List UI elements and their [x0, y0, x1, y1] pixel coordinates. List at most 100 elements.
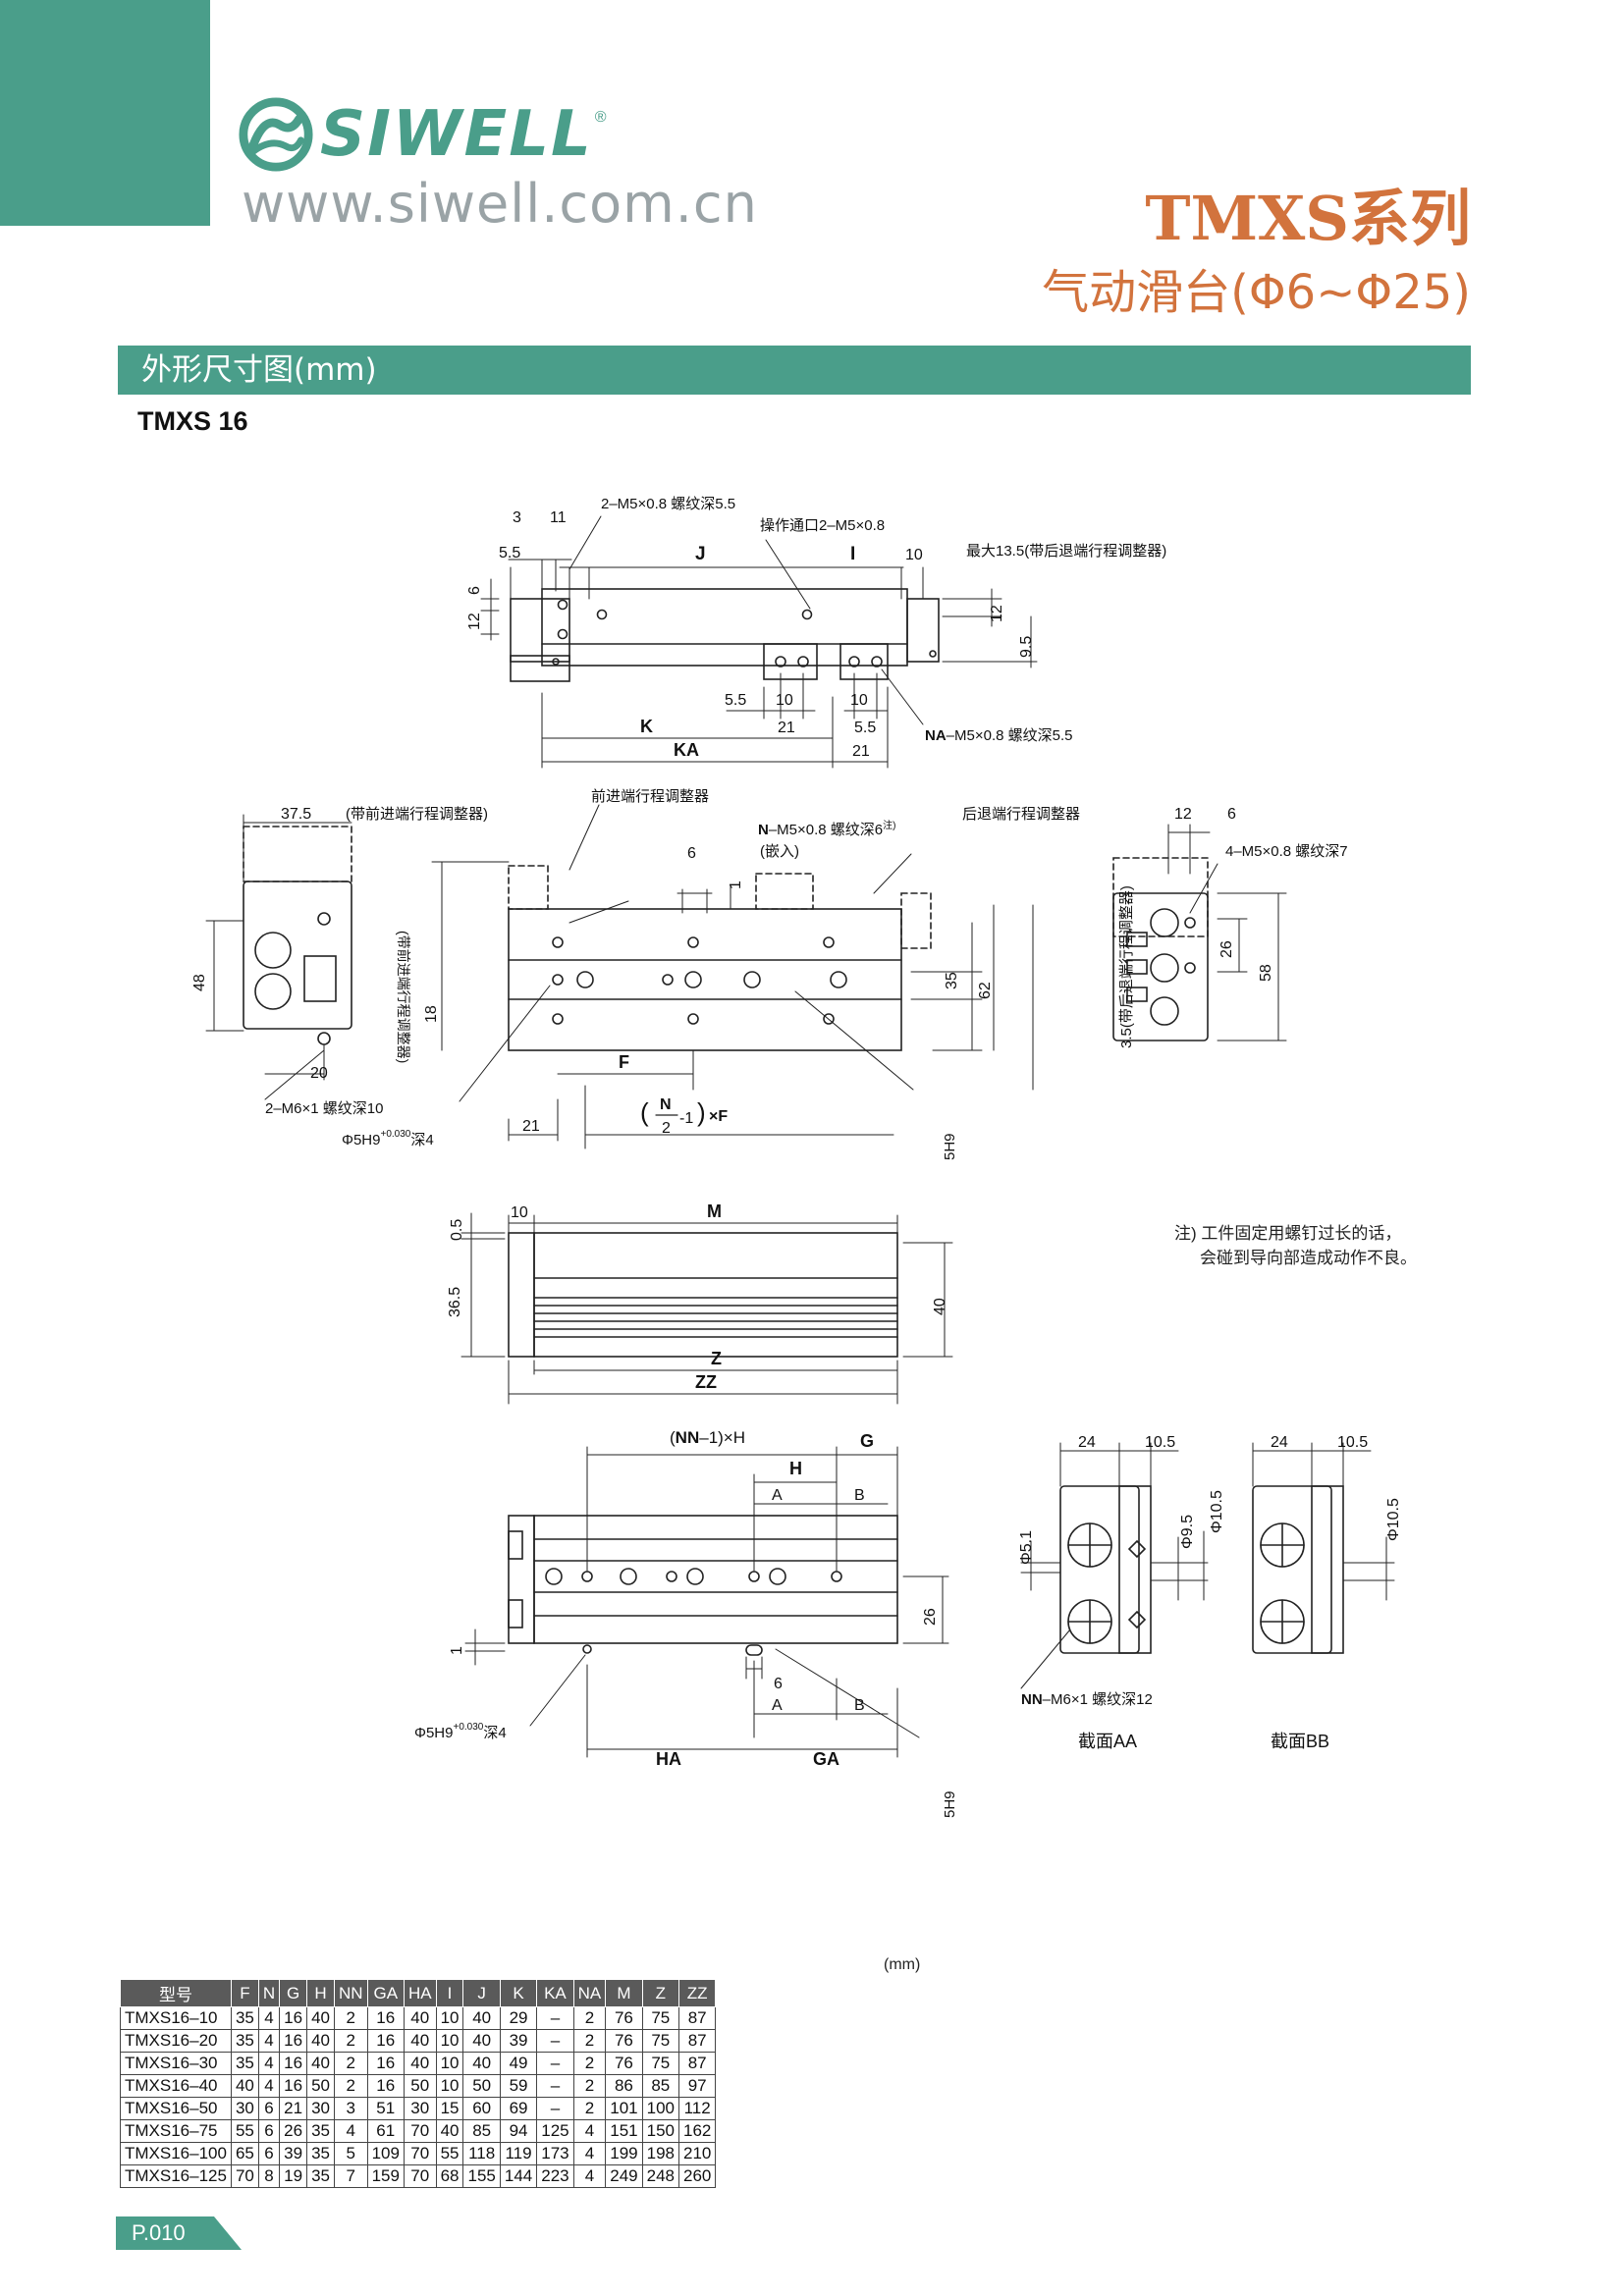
model-cell: TMXS16–30	[120, 2052, 232, 2075]
svg-text:(: (	[640, 1097, 649, 1127]
value-cell: 4	[572, 2119, 607, 2143]
value-cell: 10	[435, 2074, 464, 2098]
svg-text:6: 6	[466, 586, 483, 595]
svg-text:10: 10	[776, 692, 793, 709]
svg-text:37.5: 37.5	[281, 806, 311, 823]
value-cell: 76	[605, 2029, 643, 2053]
section-header: 外形尺寸图(mm)	[118, 346, 1471, 395]
header-cell: J	[462, 1979, 501, 2007]
svg-text:ZZ: ZZ	[695, 1372, 717, 1392]
value-cell: 87	[677, 2006, 717, 2030]
value-cell: 70	[403, 2119, 437, 2143]
value-cell: 16	[279, 2052, 308, 2075]
value-cell: 94	[499, 2119, 538, 2143]
value-cell: 3	[334, 2097, 368, 2120]
value-cell: 70	[403, 2164, 437, 2188]
value-cell: 16	[366, 2029, 405, 2053]
model-label: TMXS 16	[137, 406, 248, 436]
header-cell: F	[230, 1979, 259, 2007]
svg-text:I: I	[850, 544, 855, 564]
brand-name: SIWELL	[320, 98, 593, 171]
svg-text:35: 35	[944, 972, 960, 989]
value-cell: 70	[230, 2164, 259, 2188]
svg-text:截面BB: 截面BB	[1271, 1732, 1329, 1751]
value-cell: 21	[279, 2097, 308, 2120]
front-view-text: 37.5 (带前进端行程调整器) 前进端行程调整器 N–M5×0.8 螺纹深6注…	[191, 788, 1348, 1160]
siwell-logo-icon	[239, 97, 313, 172]
value-cell: 40	[306, 2029, 335, 2053]
value-cell: 2	[572, 2006, 607, 2030]
value-cell: 40	[462, 2006, 501, 2030]
value-cell: 10	[435, 2006, 464, 2030]
value-cell: 109	[366, 2142, 405, 2165]
value-cell: 16	[366, 2074, 405, 2098]
value-cell: 15	[435, 2097, 464, 2120]
value-cell: 10	[435, 2029, 464, 2053]
value-cell: 55	[230, 2119, 259, 2143]
value-cell: –	[536, 2029, 574, 2053]
value-cell: 87	[677, 2052, 717, 2075]
top-view-dims	[480, 515, 1038, 769]
svg-text:24: 24	[1271, 1434, 1288, 1451]
value-cell: 86	[605, 2074, 643, 2098]
value-cell: 39	[499, 2029, 538, 2053]
value-cell: 87	[677, 2029, 717, 2053]
svg-text:后退端行程调整器: 后退端行程调整器	[962, 806, 1080, 823]
model-cell: TMXS16–100	[120, 2142, 232, 2165]
svg-text:6: 6	[1227, 806, 1236, 823]
value-cell: –	[536, 2074, 574, 2098]
value-cell: 61	[366, 2119, 405, 2143]
value-cell: 2	[334, 2029, 368, 2053]
svg-text:10: 10	[850, 692, 868, 709]
value-cell: 2	[572, 2052, 607, 2075]
svg-text:B: B	[854, 1487, 865, 1504]
svg-text:0.5: 0.5	[449, 1219, 465, 1241]
svg-text:-1: -1	[679, 1110, 693, 1127]
value-cell: 100	[641, 2097, 679, 2120]
svg-text:48: 48	[191, 974, 208, 991]
svg-text:6: 6	[687, 845, 696, 862]
brand-logo: SIWELL ®	[238, 96, 607, 173]
header-cell: ZZ	[677, 1979, 717, 2007]
svg-text:G: G	[860, 1431, 874, 1451]
svg-text:K: K	[640, 717, 653, 736]
table-unit: (mm)	[884, 1956, 921, 1973]
svg-text:A: A	[772, 1697, 783, 1714]
dimension-drawing: 3 11 5.5 6 12 J I 10 最大13.5(带后退端行程调整器) 2…	[191, 496, 1402, 1818]
svg-text:21: 21	[778, 720, 795, 736]
value-cell: 69	[499, 2097, 538, 2120]
svg-text:2–M5×0.8 螺纹深5.5: 2–M5×0.8 螺纹深5.5	[601, 496, 735, 512]
value-cell: 7	[334, 2164, 368, 2188]
value-cell: 75	[641, 2052, 679, 2075]
svg-text:20: 20	[310, 1065, 328, 1082]
svg-text:HA: HA	[656, 1749, 681, 1769]
svg-text:5.5: 5.5	[725, 692, 746, 709]
value-cell: –	[536, 2052, 574, 2075]
value-cell: 29	[499, 2006, 538, 2030]
svg-text:Z: Z	[711, 1349, 722, 1368]
svg-text:×F: ×F	[709, 1108, 728, 1125]
svg-text:Φ5.1: Φ5.1	[1018, 1530, 1035, 1565]
value-cell: 40	[403, 2029, 437, 2053]
value-cell: 10	[435, 2052, 464, 2075]
bottom-view-text: (NN–1)×H G H A B 26 1 6 A B HA GA Φ5H9+0…	[414, 1428, 958, 1818]
value-cell: 6	[257, 2142, 281, 2165]
bottom-view	[508, 1515, 898, 1656]
site-url[interactable]: www.siwell.com.cn	[242, 173, 758, 235]
svg-text:12: 12	[466, 613, 483, 630]
value-cell: 119	[499, 2142, 538, 2165]
value-cell: 210	[677, 2142, 717, 2165]
value-cell: 16	[366, 2006, 405, 2030]
side-view-dims	[460, 1212, 953, 1405]
svg-text:4–M5×0.8 螺纹深7: 4–M5×0.8 螺纹深7	[1225, 843, 1348, 860]
value-cell: 223	[536, 2164, 574, 2188]
table-header-row: 型号 F N G H NN GA HA I J K KA NA M Z ZZ	[120, 1979, 717, 2007]
value-cell: 248	[641, 2164, 679, 2188]
value-cell: 16	[279, 2074, 308, 2098]
front-view-dims	[205, 804, 1287, 1149]
